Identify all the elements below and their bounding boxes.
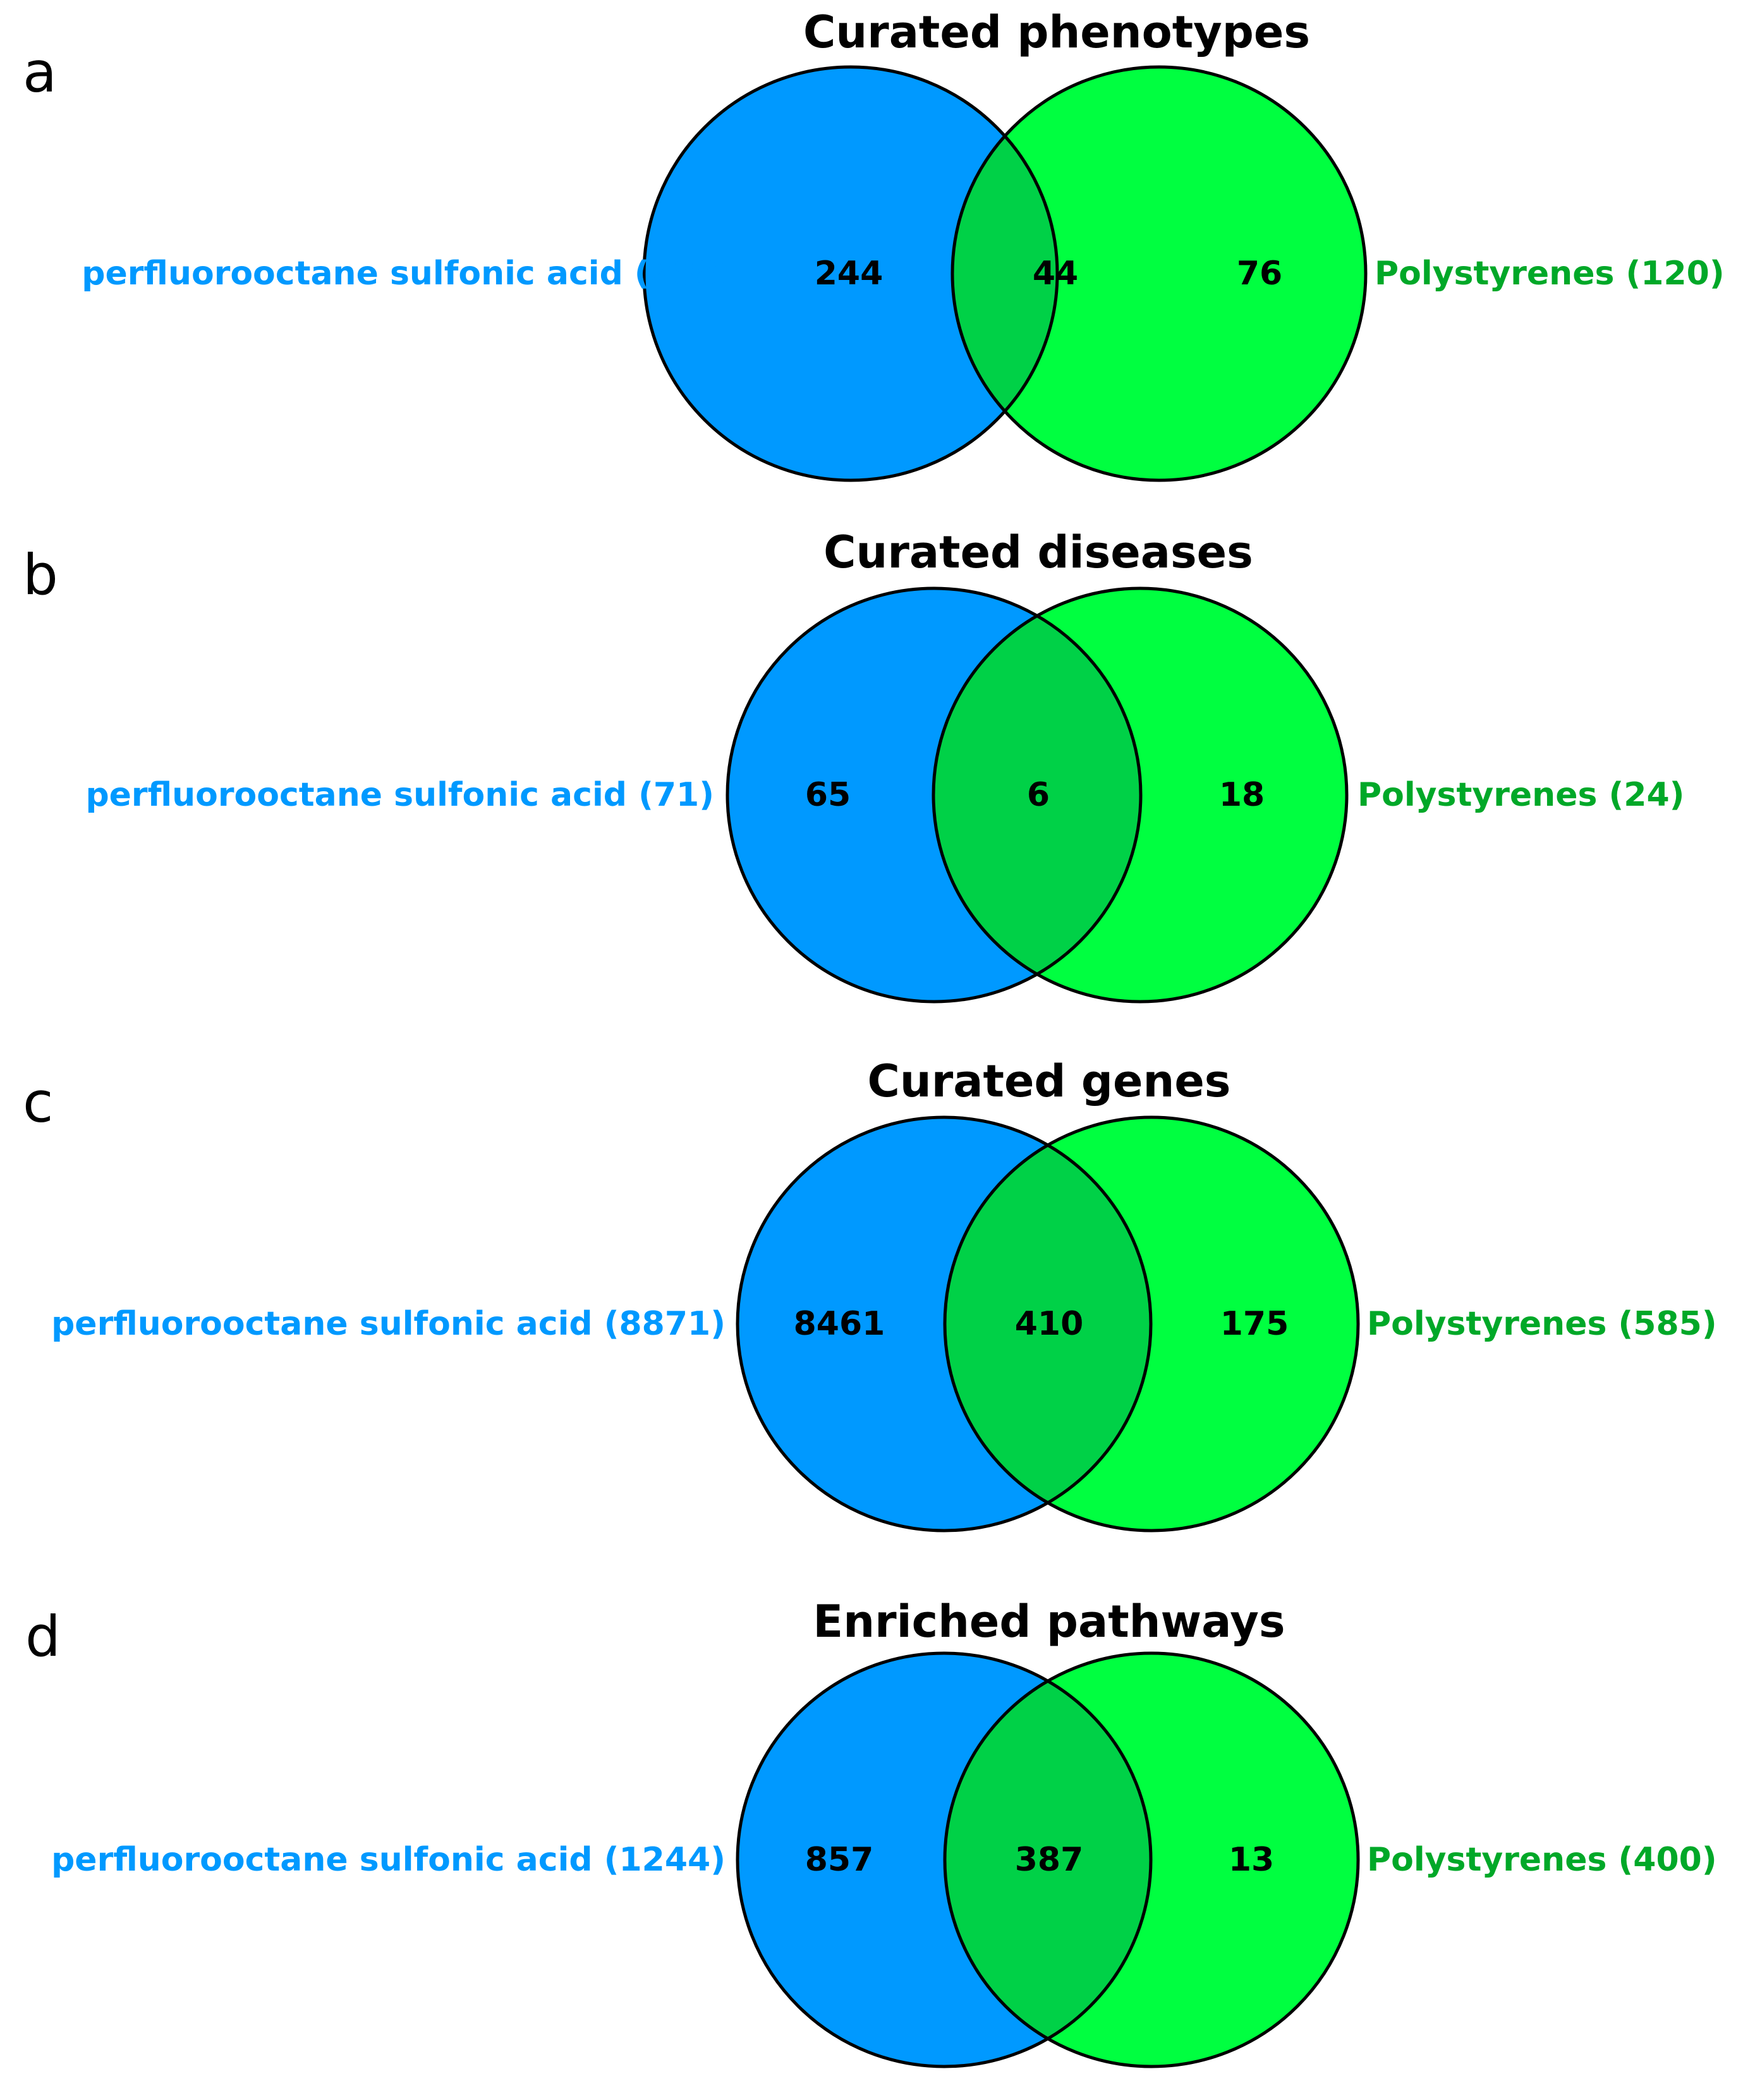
right-set-outline [950, 65, 1368, 482]
venn-panel-b: b Curated diseases 65 6 18 perfluoroocta… [23, 526, 1684, 1004]
left-set-circle [644, 67, 1057, 480]
right-only-count: 175 [1220, 1305, 1289, 1343]
left-only-count: 65 [805, 776, 851, 814]
panel-letter: b [23, 542, 58, 607]
overlap-count: 6 [1027, 776, 1050, 814]
left-set-label: perfluorooctane sulfonic acid (8871) [51, 1305, 726, 1343]
overlap-count: 410 [1015, 1305, 1084, 1343]
right-only-count: 76 [1237, 255, 1282, 293]
panel-title: Curated phenotypes [803, 6, 1310, 58]
right-set-label: Polystyrenes (120) [1375, 255, 1725, 293]
right-set-outline [943, 1651, 1360, 2068]
left-only-count: 244 [815, 255, 884, 293]
overlap-region [945, 1653, 1151, 2067]
panel-title: Curated genes [868, 1055, 1231, 1107]
right-only-count: 13 [1229, 1841, 1274, 1879]
left-set-label: perfluorooctane sulfonic acid (1244) [51, 1841, 726, 1879]
right-set-outline [932, 586, 1349, 1004]
panel-letter: c [23, 1070, 53, 1135]
right-set-label: Polystyrenes (585) [1367, 1305, 1717, 1343]
right-set-label: Polystyrenes (400) [1367, 1841, 1717, 1879]
left-set-outline [726, 586, 1143, 1004]
left-only-count: 857 [805, 1841, 874, 1879]
overlap-count: 44 [1033, 255, 1078, 293]
left-set-outline [736, 1115, 1153, 1533]
right-set-outline [943, 1115, 1360, 1533]
left-only-count: 8461 [794, 1305, 885, 1343]
panel-letter: a [23, 40, 57, 105]
right-set-label: Polystyrenes (24) [1357, 776, 1684, 814]
overlap-region [945, 1117, 1151, 1531]
panel-letter: d [25, 1604, 61, 1669]
panel-title: Enriched pathways [813, 1596, 1285, 1648]
venn-panel-c: c Curated genes 8461 410 175 perfluorooc… [23, 1055, 1717, 1533]
left-set-outline [736, 1651, 1153, 2068]
overlap-count: 387 [1015, 1841, 1084, 1879]
venn-panel-a: a Curated phenotypes 244 44 76 perfluoro… [23, 6, 1725, 482]
venn-panel-d: d Enriched pathways 857 387 13 perfluoro… [25, 1596, 1717, 2068]
panel-title: Curated diseases [823, 526, 1253, 578]
right-set-circle [952, 67, 1366, 480]
right-only-count: 18 [1219, 776, 1265, 814]
left-set-outline [642, 65, 1059, 482]
left-set-label: perfluorooctane sulfonic acid (288) [82, 255, 733, 293]
left-set-label: perfluorooctane sulfonic acid (71) [85, 776, 714, 814]
